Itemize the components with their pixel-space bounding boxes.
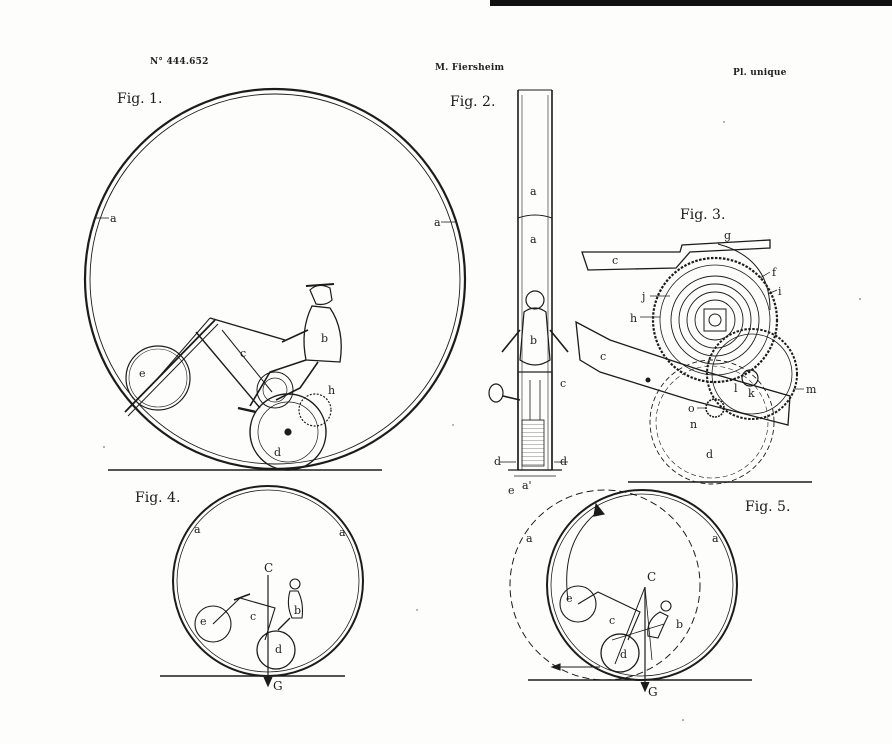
- fig1-inner-wheel: [89, 93, 461, 465]
- fig1-labels: a a b c d e h: [110, 212, 441, 459]
- fig1-rider: [237, 283, 342, 414]
- fig1-outer-wheel: [83, 87, 467, 471]
- fig1-label-b: b: [321, 332, 328, 345]
- fig4-label-d: d: [275, 643, 282, 656]
- fig4-drawing: [160, 485, 364, 688]
- fig2-label-d-left: d: [494, 455, 501, 468]
- fig4-label-G: G: [273, 679, 283, 693]
- fig2-label-d-right: d: [560, 455, 567, 468]
- fig3-gear-i: [651, 256, 779, 384]
- scan-edge-bar: [490, 0, 892, 6]
- fig5-outer-wheel: [546, 489, 738, 681]
- fig3-hub-h: [703, 308, 727, 332]
- fig2-label-b: b: [530, 334, 537, 347]
- fig2-rider-head: [525, 290, 545, 310]
- fig3-gear-m: [706, 328, 798, 420]
- fig5-label-c: c: [609, 614, 615, 627]
- fig1-label-e: e: [139, 367, 146, 380]
- fig5-wheel-e: [559, 585, 597, 623]
- fig2-label-a-mid: a: [530, 233, 537, 246]
- fig1-label-a-right: a: [434, 216, 441, 229]
- plate-label: Pl. unique: [733, 68, 787, 78]
- fig5-label-G: G: [648, 685, 658, 699]
- fig3-ring-j: [670, 275, 760, 365]
- fig4-label-C: C: [264, 561, 273, 575]
- fig4-label-c: c: [250, 610, 256, 623]
- fig5-label-b: b: [676, 618, 683, 631]
- fig3-drawing: [575, 239, 812, 485]
- fig1-label-c: c: [240, 347, 246, 360]
- fig3-label-n: n: [690, 418, 697, 431]
- fig3-label-i: i: [778, 285, 782, 298]
- fig3-label-m: m: [806, 383, 817, 396]
- fig5-dashed-wheel: [509, 489, 701, 681]
- fig5-labels: a a C G b c d e: [526, 532, 719, 699]
- fig3-label-h: h: [630, 312, 637, 325]
- fig4-wheel-e: [194, 605, 232, 643]
- fig5-wheel-d: [600, 633, 640, 673]
- fig3-label-d: d: [706, 448, 713, 461]
- fig1-drawing: [83, 87, 467, 471]
- fig1-gear-h: [298, 393, 332, 427]
- fig1-label-h: h: [328, 384, 335, 397]
- fig4-label-a-left: a: [194, 523, 201, 536]
- fig5-title: Fig. 5.: [745, 499, 791, 515]
- fig3-label-j: j: [640, 290, 645, 303]
- fig2-label-c: c: [560, 377, 566, 390]
- fig3-label-k: k: [748, 387, 755, 400]
- fig2-title: Fig. 2.: [450, 94, 496, 110]
- fig3-label-f: f: [772, 266, 777, 279]
- fig3-label-g: g: [724, 229, 731, 242]
- patent-number: N° 444.652: [150, 57, 209, 67]
- fig3-wheel-d: [649, 359, 775, 485]
- fig1-wheel-e: [125, 345, 191, 411]
- fig1-label-d: d: [274, 446, 281, 459]
- fig3-label-o: o: [688, 402, 695, 415]
- fig2-drawing: [488, 89, 569, 477]
- scan-specks: [103, 121, 861, 721]
- fig3-label-c-top: c: [612, 254, 618, 267]
- fig3-title: Fig. 3.: [680, 207, 726, 223]
- fig3-gear-k: [741, 369, 759, 387]
- fig3-label-l: l: [734, 382, 738, 395]
- fig4-label-b: b: [294, 604, 301, 617]
- fig4-title: Fig. 4.: [135, 490, 181, 506]
- fig3-labels: c c g f i j h k l m o n d: [600, 229, 817, 461]
- fig1-label-a-left: a: [110, 212, 117, 225]
- fig4-wheel-d: [256, 630, 296, 670]
- fig1-title: Fig. 1.: [117, 91, 163, 107]
- fig2-label-e: e: [508, 484, 515, 497]
- fig3-label-c-bottom: c: [600, 350, 606, 363]
- fig4-labels: a a C G b c d e: [194, 523, 346, 693]
- fig2-pedal: [488, 383, 504, 403]
- fig2-labels: a a b c d d e a': [494, 185, 567, 497]
- fig5-label-e: e: [566, 592, 573, 605]
- fig5-label-C: C: [647, 570, 656, 584]
- fig2-label-a-bottom: a': [522, 479, 532, 492]
- inventor-name: M. Fiersheim: [435, 63, 505, 73]
- fig4-label-a-right: a: [339, 526, 346, 539]
- fig5-rotation-arrow: [566, 509, 601, 601]
- fig2-gear-stack: [521, 419, 545, 467]
- fig5-label-d: d: [620, 648, 627, 661]
- fig5-label-a-right: a: [712, 532, 719, 545]
- fig4-label-e: e: [200, 615, 207, 628]
- fig5-label-a-left: a: [526, 532, 533, 545]
- fig2-label-a-top: a: [530, 185, 537, 198]
- fig5-drawing: [509, 489, 752, 693]
